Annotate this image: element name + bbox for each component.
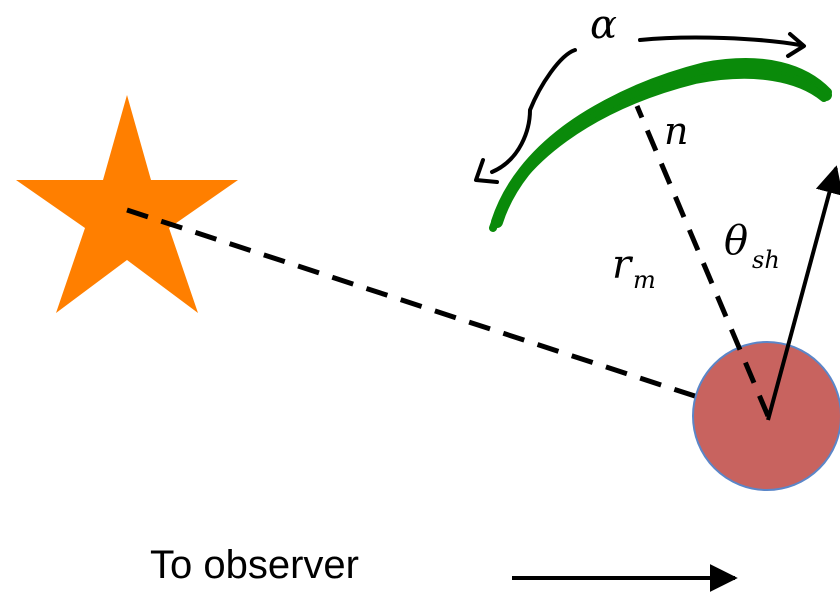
alpha-label: α [590,2,617,48]
to-observer-caption: To observer [150,543,359,587]
theta-sh-arrow [766,165,840,421]
alpha-arc-arrow [474,32,806,184]
theta-subscript-label: sh [752,246,780,274]
star-to-planet-dashed-line [126,207,769,423]
r-subscript-label: m [633,266,656,294]
rm-dashed-line [634,105,771,417]
star-icon [16,95,238,313]
n-label: n [664,109,688,153]
green-arc [489,58,832,232]
theta-label: θ [724,218,748,264]
r-label: r [612,242,634,288]
